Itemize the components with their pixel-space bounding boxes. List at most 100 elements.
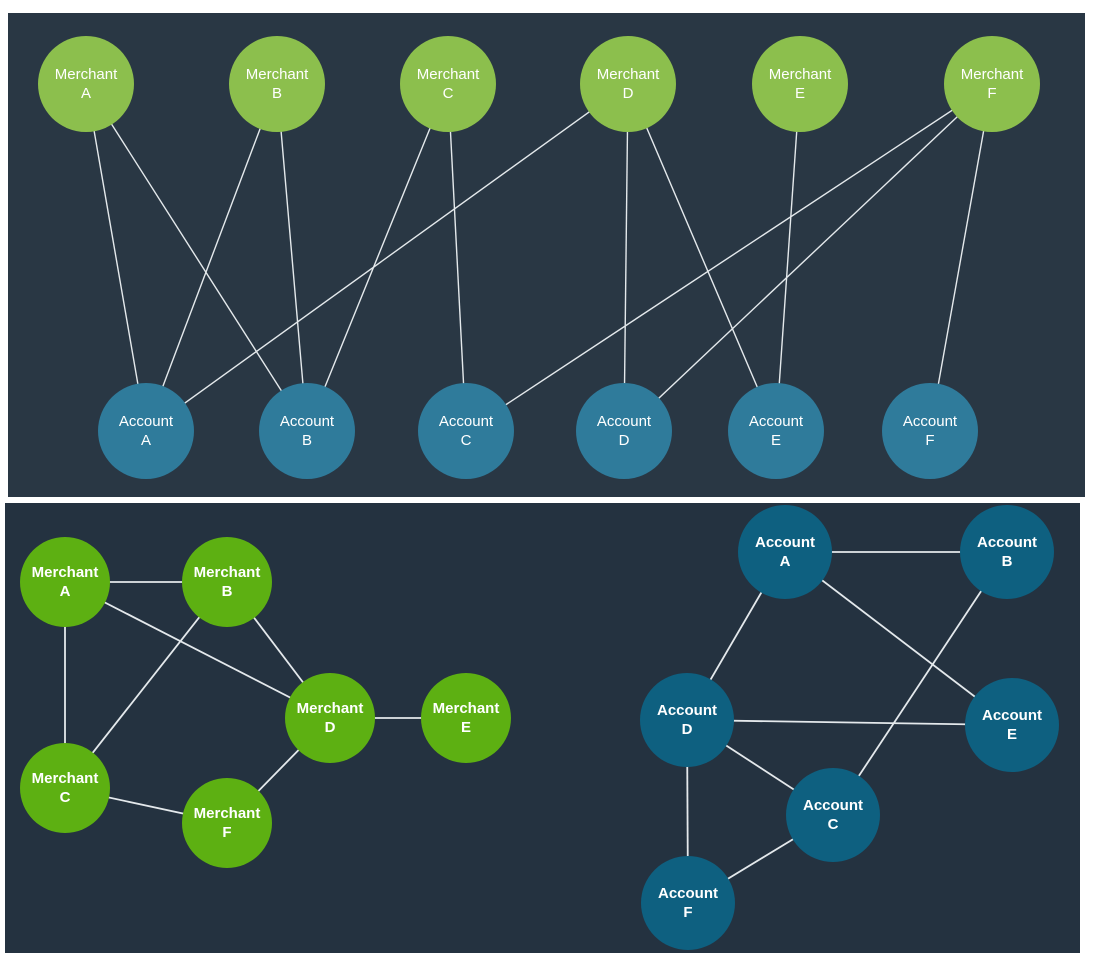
node-label-line2: F	[222, 824, 231, 841]
node-label-line1: Account	[280, 413, 335, 430]
node-label-line2: A	[81, 85, 91, 102]
account-node-circle	[576, 383, 672, 479]
node-label-line1: Merchant	[32, 564, 99, 581]
account-node-circle	[418, 383, 514, 479]
node-label-line2: E	[1007, 726, 1017, 743]
account-node-circle	[965, 678, 1059, 772]
edge-m_f-a_f	[929, 83, 993, 432]
merchant-node-circle	[580, 36, 676, 132]
edge-m_c-a_b	[306, 83, 449, 432]
edge-m_a-a_b	[85, 83, 308, 432]
node-label-line2: A	[141, 432, 151, 449]
node-label-line2: E	[795, 85, 805, 102]
merchant-node-circle	[229, 36, 325, 132]
node-label-line1: Account	[657, 702, 717, 719]
merchant-node-circle	[285, 673, 375, 763]
node-label-line1: Merchant	[246, 66, 309, 83]
edge-m_f-a_c	[465, 83, 993, 432]
edge-pa_b-pa_c	[832, 551, 1008, 816]
node-label-line1: Account	[119, 413, 174, 430]
account-node-circle	[960, 505, 1054, 599]
node-label-line2: F	[925, 432, 934, 449]
node-label-line2: C	[828, 816, 839, 833]
node-label-line1: Account	[977, 534, 1037, 551]
node-label-line1: Account	[597, 413, 652, 430]
merchant-node-circle	[182, 537, 272, 627]
account-node-circle	[640, 673, 734, 767]
node-label-line1: Merchant	[194, 564, 261, 581]
node-label-line1: Account	[749, 413, 804, 430]
account-node-circle	[738, 505, 832, 599]
edge-m_d-a_d	[623, 83, 629, 432]
merchant-node-circle	[38, 36, 134, 132]
node-label-line1: Merchant	[55, 66, 118, 83]
node-label-line2: D	[682, 721, 693, 738]
bottom-panel-background	[5, 503, 1080, 953]
node-label-line2: D	[325, 719, 336, 736]
node-label-line2: B	[302, 432, 312, 449]
account-node-circle	[259, 383, 355, 479]
edge-m_d-a_a	[145, 83, 629, 432]
node-label-line1: Merchant	[32, 770, 99, 787]
account-node-circle	[641, 856, 735, 950]
edge-pm_a-pm_d	[64, 581, 331, 719]
merchant-node-circle	[944, 36, 1040, 132]
edge-m_f-a_d	[623, 83, 993, 432]
merchant-node-circle	[20, 537, 110, 627]
account-node-circle	[786, 768, 880, 862]
merchant-node-circle	[400, 36, 496, 132]
node-label-line1: Account	[439, 413, 494, 430]
merchant-node-circle	[421, 673, 511, 763]
merchant-node-circle	[20, 743, 110, 833]
node-label-line1: Merchant	[194, 805, 261, 822]
node-label-line2: D	[623, 85, 634, 102]
account-node-circle	[728, 383, 824, 479]
node-label-line1: Account	[803, 797, 863, 814]
node-label-line2: D	[619, 432, 630, 449]
edge-m_c-a_c	[447, 83, 467, 432]
edge-m_b-a_b	[276, 83, 308, 432]
node-label-line1: Merchant	[769, 66, 832, 83]
node-label-line1: Merchant	[961, 66, 1024, 83]
